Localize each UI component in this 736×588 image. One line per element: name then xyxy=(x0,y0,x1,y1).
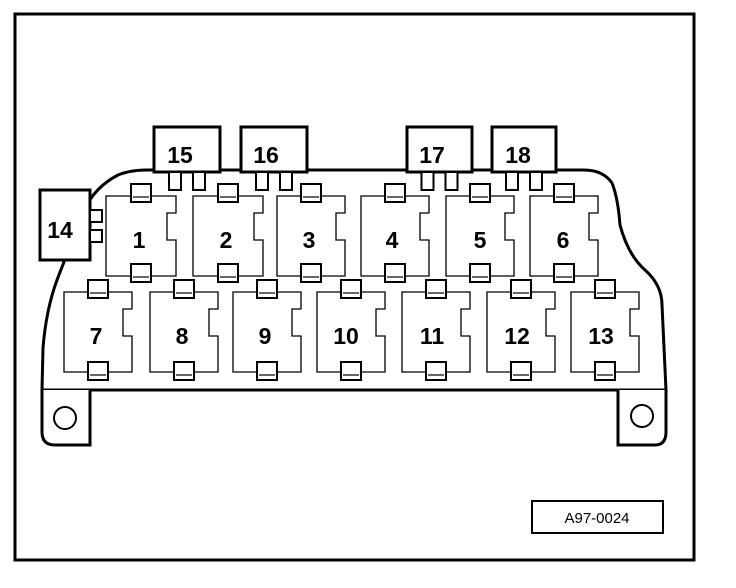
relay-slot-body xyxy=(192,195,264,277)
relay-slot-8-top-clip xyxy=(173,279,195,299)
relay-slot-body xyxy=(570,291,640,373)
relay-slot-6-top-clip xyxy=(553,183,575,203)
fuse-holder-16-lug-right xyxy=(279,171,293,191)
figure-reference-box xyxy=(531,500,664,534)
relay-slot-7-bottom-clip xyxy=(87,361,109,381)
relay-slot-3-top-clip xyxy=(300,183,322,203)
relay-slot-3-bottom-clip xyxy=(300,263,322,283)
relay-slot-label-4: 4 xyxy=(386,227,399,253)
relay-slot-12: 12 xyxy=(486,279,556,381)
relay-slot-13: 13 xyxy=(570,279,640,381)
relay-slot-7: 7 xyxy=(63,279,133,381)
fuse-holder-17-lug-right xyxy=(444,171,459,191)
relay-slot-10: 10 xyxy=(316,279,386,381)
relay-slot-6: 6 xyxy=(529,183,599,283)
fuse-holder-label-17: 17 xyxy=(419,142,445,168)
relay-slot-10-top-clip xyxy=(340,279,362,299)
relay-slot-label-8: 8 xyxy=(176,323,189,349)
relay-slot-body xyxy=(360,195,430,277)
relay-slot-2-bottom-clip xyxy=(217,263,239,283)
relay-slot-2: 2 xyxy=(192,183,264,283)
relay-slot-body xyxy=(445,195,515,277)
fuse-holder-14-lug-top xyxy=(89,209,103,223)
fuse-holder-label-16: 16 xyxy=(253,142,279,168)
relay-slot-label-7: 7 xyxy=(90,323,103,349)
relay-slot-9: 9 xyxy=(232,279,302,381)
relay-slot-11-bottom-clip xyxy=(425,361,447,381)
relay-slot-body xyxy=(63,291,133,373)
fuse-holder-15-lug-right xyxy=(192,171,206,191)
relay-slot-4-bottom-clip xyxy=(384,263,406,283)
relay-slot-body xyxy=(105,195,177,277)
relay-slot-9-bottom-clip xyxy=(256,361,278,381)
relay-slot-label-9: 9 xyxy=(259,323,272,349)
relay-slot-12-bottom-clip xyxy=(510,361,532,381)
relay-slot-13-bottom-clip xyxy=(594,361,616,381)
relay-slot-9-top-clip xyxy=(256,279,278,299)
fuse-holder-15-lug-left xyxy=(168,171,182,191)
relay-slot-label-13: 13 xyxy=(588,323,614,349)
relay-slot-body xyxy=(529,195,599,277)
relay-slot-1: 1 xyxy=(105,183,177,283)
relay-slot-label-1: 1 xyxy=(133,227,146,253)
fuse-holder-15-box xyxy=(152,125,222,174)
relay-slot-10-bottom-clip xyxy=(340,361,362,381)
mounting-hole-right xyxy=(630,404,654,428)
relay-slot-11-top-clip xyxy=(425,279,447,299)
relay-slot-body xyxy=(401,291,471,373)
fuse-holder-14-box xyxy=(38,188,92,262)
relay-slot-7-top-clip xyxy=(87,279,109,299)
relay-slot-4: 4 xyxy=(360,183,430,283)
fuse-holder-label-18: 18 xyxy=(505,142,531,168)
relay-slot-body xyxy=(276,195,346,277)
relay-slot-8: 8 xyxy=(149,279,219,381)
fuse-holder-14-lug-bottom xyxy=(89,229,103,243)
relay-slot-5-bottom-clip xyxy=(469,263,491,283)
fuse-holder-16-box xyxy=(239,125,309,174)
fuse-holder-18-lug-right xyxy=(529,171,543,191)
relay-slot-label-10: 10 xyxy=(333,323,359,349)
relay-slot-label-12: 12 xyxy=(504,323,530,349)
relay-slot-label-3: 3 xyxy=(303,227,316,253)
fuse-holder-18-box xyxy=(490,125,558,174)
relay-slot-body xyxy=(149,291,219,373)
relay-slot-body xyxy=(232,291,302,373)
fuse-holder-17-box xyxy=(405,125,474,174)
relay-slot-label-6: 6 xyxy=(557,227,570,253)
relay-slot-12-top-clip xyxy=(510,279,532,299)
relay-slot-2-top-clip xyxy=(217,183,239,203)
relay-slot-label-2: 2 xyxy=(220,227,233,253)
relay-slot-1-top-clip xyxy=(130,183,152,203)
fuse-holder-17-lug-left xyxy=(420,171,435,191)
relay-slot-13-top-clip xyxy=(594,279,616,299)
fuse-holder-18-lug-left xyxy=(505,171,519,191)
relay-slot-6-bottom-clip xyxy=(553,263,575,283)
fuse-holder-17: 17 xyxy=(405,125,474,191)
fuse-holder-16-lug-left xyxy=(255,171,269,191)
relay-slot-label-11: 11 xyxy=(420,323,445,349)
relay-slot-label-5: 5 xyxy=(474,227,487,253)
relay-slot-8-bottom-clip xyxy=(173,361,195,381)
relay-slot-1-bottom-clip xyxy=(130,263,152,283)
fuse-holder-15: 15 xyxy=(152,125,222,191)
relay-slot-body xyxy=(316,291,386,373)
relay-slot-3: 3 xyxy=(276,183,346,283)
relay-slot-4-top-clip xyxy=(384,183,406,203)
relay-slot-5: 5 xyxy=(445,183,515,283)
mounting-hole-left xyxy=(53,406,77,430)
relay-slot-5-top-clip xyxy=(469,183,491,203)
fuse-holder-18: 18 xyxy=(490,125,558,191)
figure-reference-label: A97-0024 xyxy=(564,510,629,527)
relay-slot-body xyxy=(486,291,556,373)
fuse-holder-16: 16 xyxy=(239,125,309,191)
fuse-holder-label-15: 15 xyxy=(167,142,193,168)
relay-slot-11: 11 xyxy=(401,279,471,381)
fuse-holder-label-14: 14 xyxy=(47,217,73,243)
fuse-holder-14: 14 xyxy=(38,188,103,262)
